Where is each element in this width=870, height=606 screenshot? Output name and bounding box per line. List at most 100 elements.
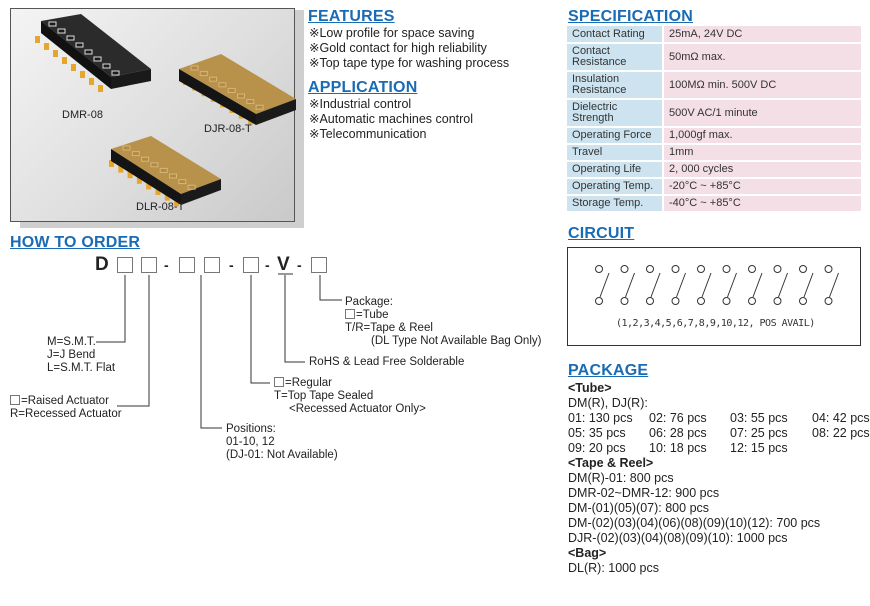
package-option: (DL Type Not Available Bag Only) — [371, 335, 542, 347]
actuator-options: =Raised Actuator R=Recessed Actuator — [10, 395, 122, 421]
tube-count: 10: 18 pcs — [649, 441, 707, 455]
actuator — [199, 71, 208, 77]
pin — [53, 50, 58, 57]
pin — [127, 171, 133, 179]
product-label-djr-08-t: DJR-08-T — [204, 123, 252, 135]
tube-heading: <Tube> — [568, 381, 612, 395]
code-box-seal — [243, 257, 259, 273]
bag-heading: <Bag> — [568, 546, 607, 560]
actuator — [48, 21, 57, 27]
pin — [136, 176, 142, 184]
tube-count: 09: 20 pcs — [568, 441, 626, 455]
actuator-option: R=Recessed Actuator — [10, 408, 122, 420]
tube-count: 02: 76 pcs — [649, 411, 707, 425]
spec-label: Contact Rating — [567, 26, 664, 44]
package-heading: PACKAGE — [568, 362, 649, 379]
spec-label: Operating Temp. — [567, 178, 664, 196]
terminal-options: M=S.M.T. J=J Bend L=S.M.T. Flat — [47, 336, 115, 375]
actuator — [246, 99, 255, 105]
position-option: Positions: — [226, 423, 276, 435]
seal-option: <Recessed Actuator Only> — [289, 403, 426, 415]
actuator — [122, 145, 131, 151]
spec-value: 1mm — [663, 144, 861, 162]
application-heading: APPLICATION — [308, 79, 418, 96]
how-to-order-heading: HOW TO ORDER — [10, 234, 141, 251]
feature-item: ※Low profile for space saving — [309, 26, 475, 40]
spec-label: Operating Life — [567, 161, 664, 179]
spec-value: 25mA, 24V DC — [663, 26, 861, 44]
pin — [44, 43, 49, 50]
tube-count: 06: 28 pcs — [649, 426, 707, 440]
actuator — [131, 151, 140, 157]
code-separator: - — [297, 257, 302, 273]
code-box-package — [311, 257, 327, 273]
actuator — [111, 70, 120, 76]
code-separator: - — [164, 257, 169, 273]
pin — [62, 57, 67, 64]
pin — [155, 188, 161, 195]
actuator — [102, 63, 111, 69]
switch-symbol — [722, 265, 737, 305]
code-separator: - — [229, 257, 234, 273]
actuator — [237, 93, 245, 99]
actuator — [141, 156, 150, 162]
spec-value: 1,000gf max. — [663, 127, 861, 145]
code-prefix: D — [95, 254, 109, 275]
tape-reel-line: DM-(02)(03)(04)(06)(08)(09)(10)(12): 700… — [568, 516, 821, 530]
pin — [98, 85, 103, 92]
package-option: T/R=Tape & Reel — [345, 322, 433, 334]
terminal-option: M=S.M.T. — [47, 336, 96, 348]
application-item: ※Automatic machines control — [309, 112, 474, 126]
terminal-option: J=J Bend — [47, 349, 96, 361]
tape-reel-line: DM-(01)(05)(07): 800 pcs — [568, 501, 710, 515]
package-option: Package: — [345, 296, 393, 308]
tape-reel-heading: <Tape & Reel> — [568, 456, 654, 470]
tube-counts: 01: 130 pcs 02: 76 pcs 03: 55 pcs 04: 42… — [568, 411, 870, 456]
actuator — [187, 184, 196, 190]
code-separator: - — [265, 257, 270, 273]
tube-series: DM(R), DJ(R): — [568, 396, 648, 410]
actuator — [218, 82, 227, 88]
actuator — [75, 42, 84, 48]
product-dlr-08-t-image — [109, 136, 221, 207]
package-option: =Tube — [345, 309, 541, 322]
spec-label: Operating Force — [567, 127, 664, 145]
actuator — [66, 35, 75, 41]
pin — [71, 64, 76, 71]
blank-box-icon — [274, 377, 284, 387]
switch-symbol — [595, 265, 610, 305]
actuator — [255, 104, 264, 110]
terminal-option: L=S.M.T. Flat — [47, 362, 116, 374]
pin — [89, 78, 94, 85]
actuator — [178, 179, 187, 185]
application-list: ※Industrial control ※Automatic machines … — [309, 97, 473, 142]
spec-value: -40°C ~ +85°C — [663, 195, 861, 213]
application-item: ※Telecommunication — [309, 127, 427, 141]
spec-label: Insulation Resistance — [567, 71, 664, 100]
pin — [118, 165, 124, 173]
features-list: ※Low profile for space saving ※Gold cont… — [309, 26, 509, 71]
spec-value: 2, 000 cycles — [663, 161, 861, 179]
switch-symbol — [646, 265, 661, 305]
bag-line: DL(R): 1000 pcs — [568, 561, 660, 575]
pin — [80, 71, 85, 78]
feature-item: ※Top tape type for washing process — [309, 56, 510, 70]
tape-reel-line: DM(R)-01: 800 pcs — [568, 471, 674, 485]
package-options: Package: =Tube T/R=Tape & Reel (DL Type … — [345, 296, 541, 348]
actuator — [169, 173, 177, 179]
rohs-option: RoHS & Lead Free Solderable — [309, 356, 465, 368]
spec-value: 100MΩ min. 500V DC — [663, 71, 861, 100]
product-dmr-08-image — [35, 14, 151, 92]
circuit-caption: (1,2,3,4,5,6,7,8,9,10,12, POS AVAIL) — [616, 318, 815, 329]
code-box-actuator — [141, 257, 157, 273]
spec-value: 500V AC/1 minute — [663, 99, 861, 128]
switch-symbol — [697, 265, 712, 305]
position-option: (DJ-01: Not Available) — [226, 449, 338, 461]
package-info: <Tube> DM(R), DJ(R): 01: 130 pcs 02: 76 … — [568, 381, 870, 576]
spec-label: Dielectric Strength — [567, 99, 664, 128]
tube-count: 01: 130 pcs — [568, 411, 633, 425]
